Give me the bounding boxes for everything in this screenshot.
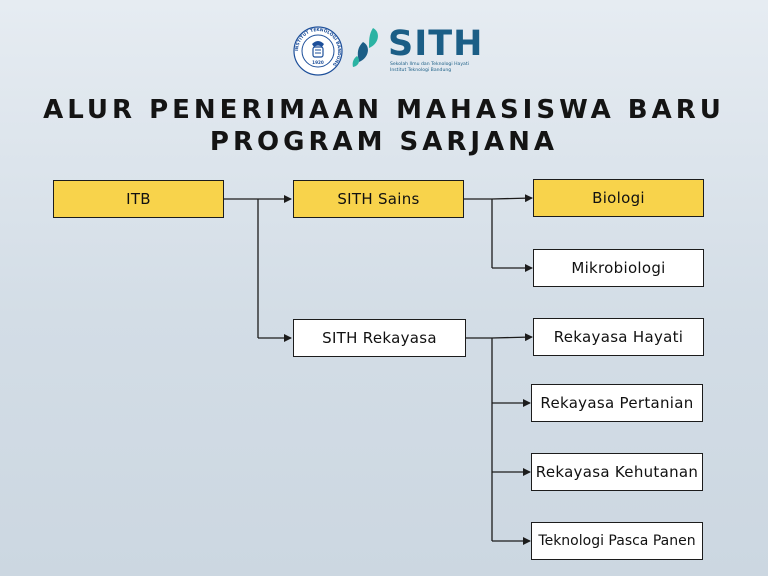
node-sith-sains-label: SITH Sains — [337, 190, 420, 208]
node-rekayasa-hayati: Rekayasa Hayati — [533, 318, 704, 356]
sith-tagline: Sekolah Ilmu dan Teknologi Hayati Instit… — [390, 62, 520, 74]
node-rekayasa-pertanian-label: Rekayasa Pertanian — [540, 394, 694, 412]
node-rekayasa-hayati-label: Rekayasa Hayati — [553, 328, 684, 346]
node-biologi: Biologi — [533, 179, 704, 217]
itb-logo: INSTITUT TEKNOLOGI BANDUNG 1920 — [293, 26, 343, 76]
node-itb: ITB — [53, 180, 224, 218]
node-sith-rekayasa-label: SITH Rekayasa — [322, 329, 437, 347]
node-mikrobiologi-label: Mikrobiologi — [571, 259, 666, 277]
sith-tagline-line-2: Institut Teknologi Bandung — [390, 68, 452, 73]
arrow-to-biologi — [491, 194, 533, 203]
sith-leaf-icon — [352, 28, 378, 67]
node-biologi-label: Biologi — [592, 189, 645, 207]
title-line-2: PROGRAM SARJANA — [209, 127, 559, 157]
title-line-1: ALUR PENERIMAAN MAHASISWA BARU — [43, 95, 725, 125]
sith-wordmark: SITH — [388, 24, 484, 64]
node-teknologi-pasca-panen-label: Teknologi Pasca Panen — [538, 533, 696, 549]
sith-tagline-line-1: Sekolah Ilmu dan Teknologi Hayati — [390, 62, 469, 67]
node-sith-sains: SITH Sains — [293, 180, 464, 218]
node-mikrobiologi: Mikrobiologi — [533, 249, 704, 287]
node-rekayasa-kehutanan-label: Rekayasa Kehutanan — [535, 463, 699, 481]
itb-year: 1920 — [312, 60, 324, 65]
node-rekayasa-kehutanan: Rekayasa Kehutanan — [531, 453, 703, 491]
node-itb-label: ITB — [126, 190, 151, 208]
node-sith-rekayasa: SITH Rekayasa — [293, 319, 466, 357]
arrow-to-rekayasa-hayati — [491, 333, 533, 342]
node-rekayasa-pertanian: Rekayasa Pertanian — [531, 384, 703, 422]
page-title: ALUR PENERIMAAN MAHASISWA BARU PROGRAM S… — [0, 94, 768, 158]
node-teknologi-pasca-panen: Teknologi Pasca Panen — [531, 522, 703, 560]
